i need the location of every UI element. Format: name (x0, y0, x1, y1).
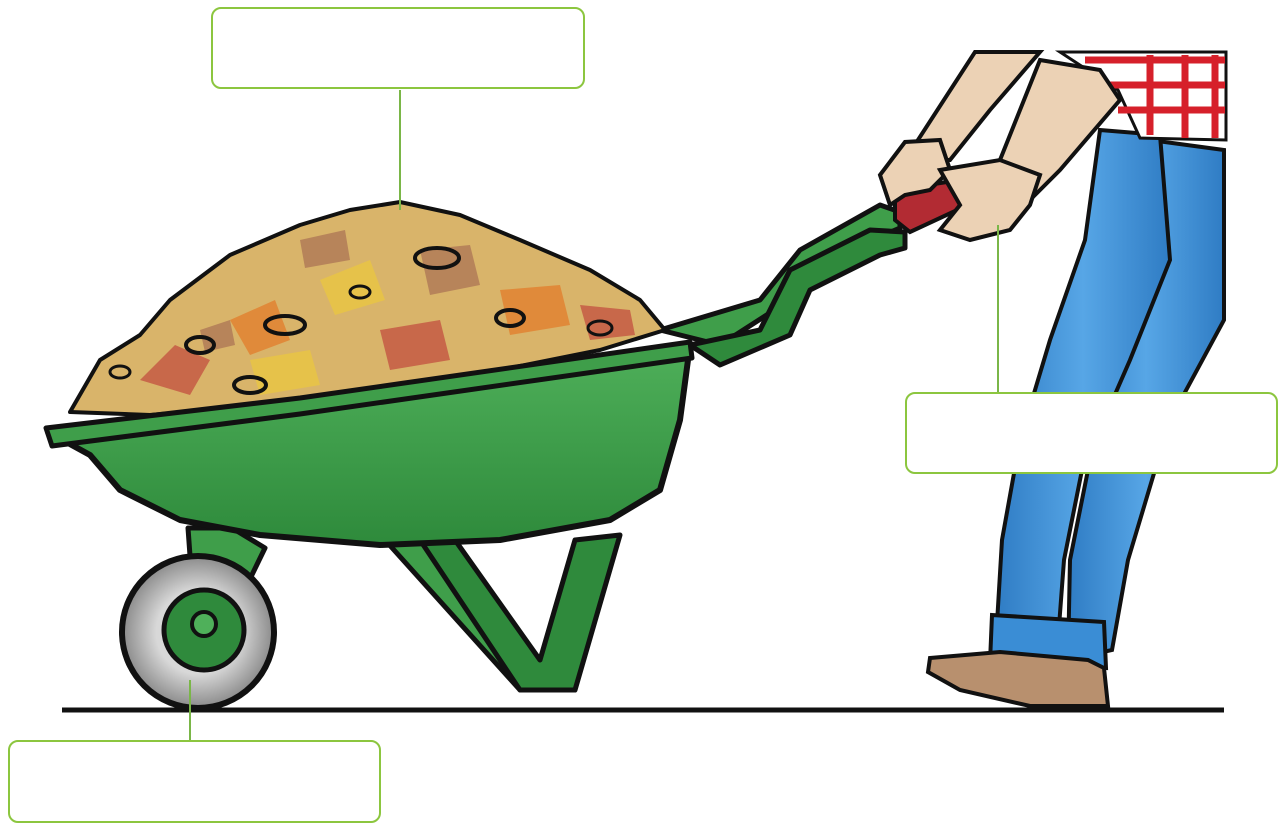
wheelbarrow-illustration (46, 140, 1040, 708)
label-box-load[interactable] (211, 7, 585, 89)
hand-front (940, 160, 1040, 240)
label-box-handle[interactable] (905, 392, 1278, 474)
person-illustration (905, 52, 1226, 706)
shoe (928, 652, 1108, 706)
wheel-axle (192, 612, 216, 636)
label-box-wheel[interactable] (8, 740, 381, 823)
